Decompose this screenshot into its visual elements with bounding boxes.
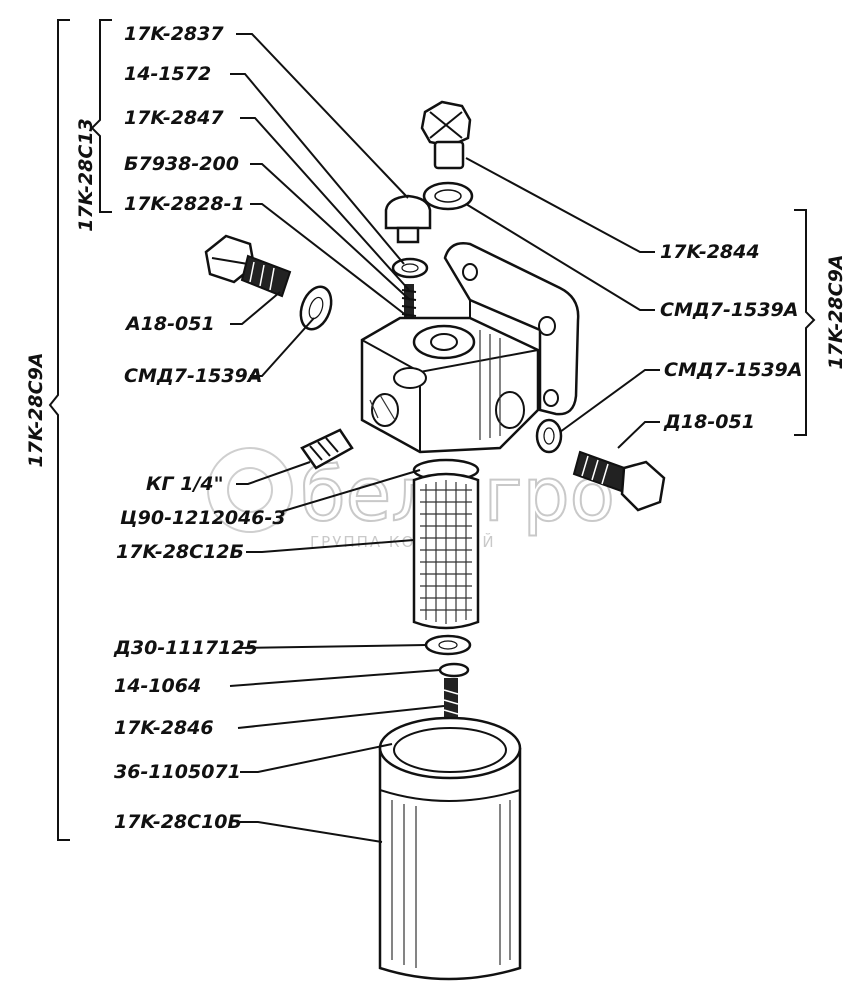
label-smd7-1539a-right-top: СМД7-1539А bbox=[660, 299, 798, 321]
group-label-right: 17K-28С9А bbox=[825, 254, 847, 369]
label-14-1572: 14-1572 bbox=[124, 63, 211, 85]
label-14-1064: 14-1064 bbox=[114, 675, 201, 697]
plug bbox=[300, 428, 354, 470]
label-kg-plug: КГ 1/4" bbox=[146, 473, 224, 495]
filter-element bbox=[412, 472, 480, 630]
label-36-1105071: 36-1105071 bbox=[114, 761, 241, 783]
label-17k-2837: 17K-2837 bbox=[124, 23, 224, 45]
left-labels: 17K-2837 14-1572 17K-2847 Б7938-200 17K-… bbox=[113, 23, 286, 833]
label-17k-28s10b: 17K-28С10Б bbox=[114, 811, 242, 833]
right-bracket bbox=[794, 209, 816, 436]
inner-left-bracket bbox=[90, 19, 112, 213]
label-smd7-1539a-right: СМД7-1539А bbox=[664, 359, 802, 381]
label-d18-051: Д18-051 bbox=[663, 411, 755, 433]
label-smd7-1539a-left: СМД7-1539А bbox=[124, 365, 262, 387]
top-bolt bbox=[420, 100, 472, 170]
right-bolt bbox=[572, 450, 666, 512]
cap-nut bbox=[384, 194, 432, 244]
label-a18-051: А18-051 bbox=[124, 313, 215, 335]
label-ts90-gasket: Ц90-1212046-3 bbox=[120, 507, 286, 529]
filter-housing bbox=[360, 242, 580, 454]
watermark: белагро ГРУППА КОМПАНИЙ bbox=[207, 447, 616, 551]
watermark-logo-icon bbox=[207, 447, 293, 533]
label-b7938-200: Б7938-200 bbox=[124, 153, 239, 175]
group-brackets bbox=[48, 19, 816, 841]
outer-left-bracket bbox=[48, 19, 70, 841]
filter-bowl bbox=[378, 716, 522, 981]
label-17k-2828-1: 17K-2828-1 bbox=[124, 193, 245, 215]
ring-14-1064 bbox=[438, 662, 470, 678]
label-17k-2844: 17K-2844 bbox=[660, 241, 760, 263]
right-labels: 17K-2844 СМД7-1539А СМД7-1539А Д18-051 bbox=[660, 241, 802, 433]
group-label-inner-left: 17K-28С13 bbox=[75, 118, 97, 232]
left-bolt bbox=[204, 234, 292, 298]
leader-lines bbox=[229, 33, 660, 843]
label-d30-washer: Д30-1117125 bbox=[113, 637, 258, 659]
label-17k-2847: 17K-2847 bbox=[124, 107, 224, 129]
group-label-outer-left: 17K-28С9А bbox=[25, 352, 47, 467]
label-17k-28s12b: 17K-28С12Б bbox=[116, 541, 244, 563]
label-17k-2846: 17K-2846 bbox=[114, 717, 214, 739]
parts bbox=[204, 100, 666, 981]
